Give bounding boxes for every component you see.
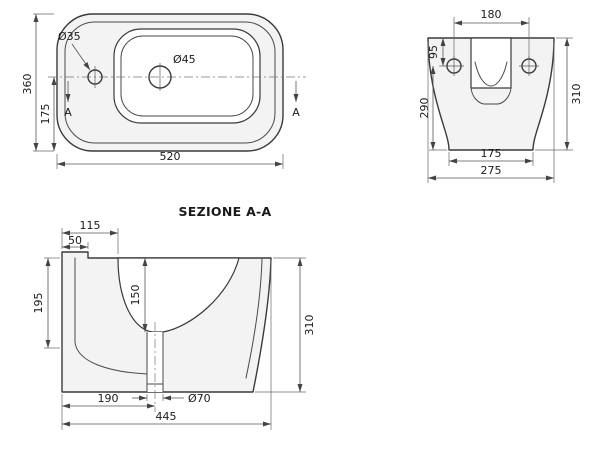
section-dim-back-to-basin: 115 bbox=[80, 219, 101, 232]
front-dim-height: 310 bbox=[570, 84, 583, 105]
section-back-wall-inner bbox=[74, 257, 148, 375]
plan-dim-tap-hole: Ø35 bbox=[58, 30, 81, 43]
plan-view: Ø35 Ø45 A A 360 175 520 bbox=[21, 13, 306, 169]
section-marker-right: A bbox=[292, 106, 300, 119]
plan-dim-center-offset: 175 bbox=[39, 104, 52, 125]
section-dim-height: 310 bbox=[303, 315, 316, 336]
plan-dim-width: 520 bbox=[160, 150, 181, 163]
plan-dim-mixer-hole: Ø45 bbox=[173, 53, 196, 66]
front-dim-holes-to-bottom: 290 bbox=[418, 98, 431, 119]
section-marker-left: A bbox=[64, 106, 72, 119]
plan-basin-inner bbox=[120, 35, 254, 117]
section-dim-drain-diameter: Ø70 bbox=[188, 392, 211, 405]
section-view: SEZIONE A-A 115 50 195 150 310 bbox=[32, 204, 316, 430]
section-dim-basin-depth: 150 bbox=[129, 285, 142, 306]
section-dim-back-ledge: 50 bbox=[68, 234, 82, 247]
front-dim-bottom-width: 175 bbox=[481, 147, 502, 160]
section-title: SEZIONE A-A bbox=[178, 204, 271, 219]
plan-basin-outer bbox=[113, 28, 261, 124]
front-drain-funnel bbox=[470, 87, 512, 105]
section-dim-drain-offset: 190 bbox=[98, 392, 119, 405]
front-fixing-box bbox=[470, 37, 512, 89]
section-dim-back-height: 195 bbox=[32, 293, 45, 314]
section-front-wall-inner bbox=[245, 257, 263, 379]
plan-dim-depth: 360 bbox=[21, 74, 34, 95]
front-dim-hole-spacing: 180 bbox=[481, 8, 502, 21]
section-dim-length: 445 bbox=[156, 410, 177, 423]
front-box-curve bbox=[474, 61, 508, 87]
plan-rim-line bbox=[64, 21, 276, 144]
front-dim-top-to-holes: 95 bbox=[427, 45, 440, 59]
front-dim-width: 275 bbox=[481, 164, 502, 177]
front-view: 180 95 290 310 175 275 bbox=[418, 8, 583, 183]
leader-line bbox=[71, 43, 91, 71]
